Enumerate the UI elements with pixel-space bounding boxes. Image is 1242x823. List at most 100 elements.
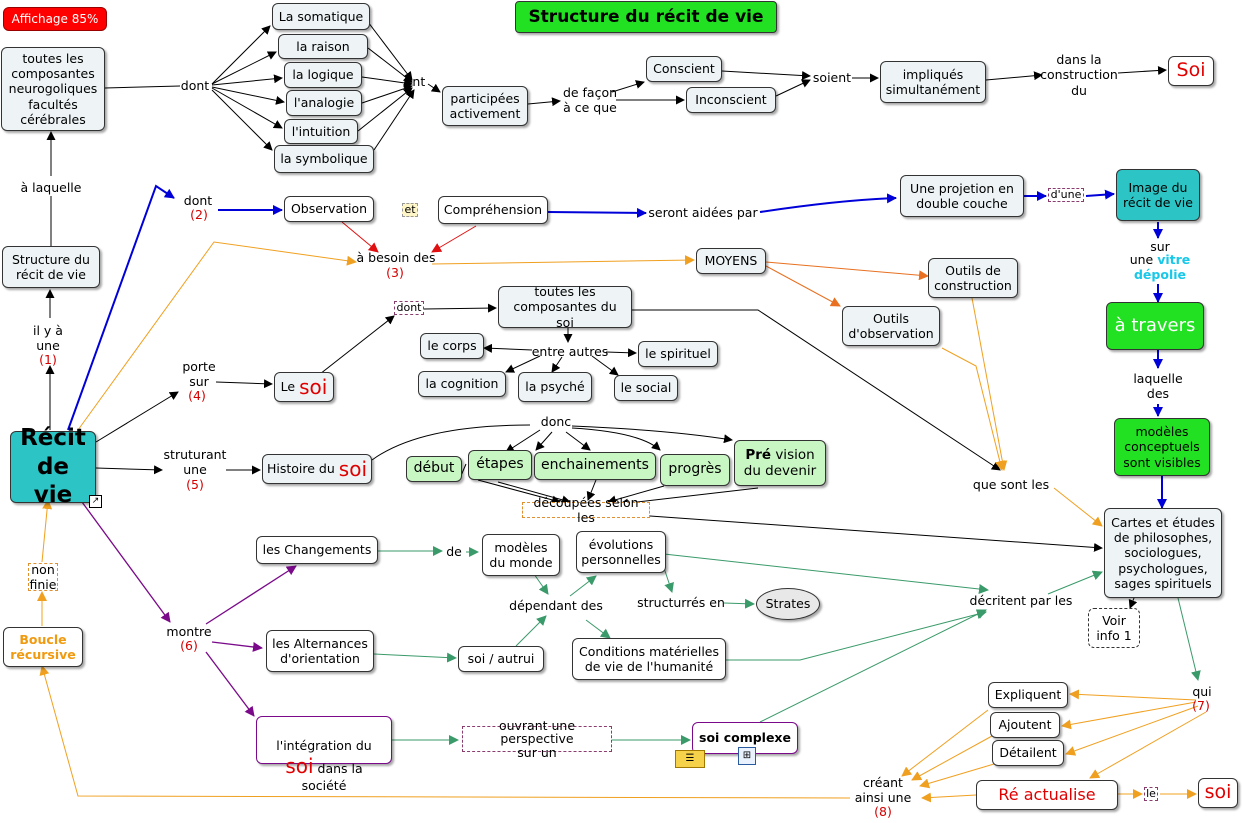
- label-creant: créant ainsi une: [854, 774, 912, 805]
- label-integration-l1: l'intégration du: [276, 738, 372, 754]
- label-que-sont: que sont les: [972, 477, 1050, 493]
- label-num-7: (7): [1192, 698, 1210, 714]
- label-dans-la-construction: dans la construction du: [1040, 52, 1118, 98]
- node-expliquent[interactable]: Expliquent: [988, 682, 1068, 708]
- label-pre-vision-text: Pré vision du devenir: [743, 446, 817, 479]
- label-besoin: à besoin des: [356, 250, 436, 266]
- zoom-badge[interactable]: Affichage 85%: [3, 7, 107, 31]
- node-boucle-recursive[interactable]: Boucle récursive: [3, 627, 83, 667]
- node-soi-top[interactable]: Soi: [1168, 56, 1214, 86]
- node-projection[interactable]: Une projetion en double couche: [900, 175, 1024, 217]
- node-composantes[interactable]: toutes les composantes neurogoliques fac…: [1, 47, 105, 131]
- label-num-8: (8): [874, 804, 892, 820]
- label-histoire-soi: soi: [338, 456, 367, 481]
- label-de: de: [446, 544, 462, 560]
- label-entre-autres: entre autres: [531, 344, 609, 360]
- node-structure-recit[interactable]: Structure du récit de vie: [2, 246, 100, 288]
- node-outils-observation[interactable]: Outils d'observation: [842, 306, 940, 346]
- label-laquelle-des: laquelle des: [1133, 370, 1183, 401]
- label-d-une: d'une: [1048, 188, 1084, 202]
- node-la-cognition[interactable]: la cognition: [418, 371, 506, 397]
- label-num-3: (3): [386, 265, 404, 281]
- node-intuition[interactable]: l'intuition: [284, 119, 358, 144]
- node-modeles-monde[interactable]: modèles du monde: [482, 534, 560, 576]
- node-detaillent[interactable]: Détailent: [992, 740, 1064, 766]
- label-vitre: vitre: [1157, 252, 1191, 267]
- label-ouvrant: ouvrant une perspective sur un: [462, 719, 612, 759]
- node-le-corps[interactable]: le corps: [420, 333, 484, 359]
- diagram-title: Structure du récit de vie: [515, 1, 777, 33]
- label-num-2: (2): [190, 207, 208, 223]
- label-porte-sur: porte sur: [182, 358, 216, 389]
- label-num-6: (6): [180, 638, 198, 654]
- link-shortcut-icon[interactable]: ↗: [89, 495, 102, 508]
- node-modeles-conceptuels[interactable]: modèles conceptuels sont visibles: [1114, 418, 1210, 476]
- node-symbolique[interactable]: la symbolique: [274, 145, 374, 173]
- node-conscient[interactable]: Conscient: [646, 56, 722, 82]
- node-ajoutent[interactable]: Ajoutent: [990, 712, 1060, 738]
- node-le-social[interactable]: le social: [614, 375, 678, 401]
- node-strates[interactable]: Strates: [756, 588, 820, 620]
- label-structurant: struturant une: [163, 446, 227, 477]
- node-recit-de-vie[interactable]: Récit de vie: [10, 425, 96, 508]
- label-et: et: [402, 203, 418, 217]
- node-le-spirituel[interactable]: le spirituel: [638, 341, 718, 367]
- node-moyens[interactable]: MOYENS: [696, 248, 766, 274]
- node-pre-vision[interactable]: Pré vision du devenir: [734, 440, 826, 486]
- label-decrivent: décritent par les: [969, 593, 1073, 609]
- label-sur: sur: [1150, 239, 1170, 255]
- label-le: Le: [280, 379, 296, 395]
- label-soi-word: soi: [299, 374, 328, 399]
- node-changements[interactable]: les Changements: [256, 536, 378, 564]
- node-histoire-du-soi[interactable]: Histoire du soi: [262, 454, 372, 484]
- node-voir-info[interactable]: Voir info 1: [1088, 608, 1140, 648]
- node-cartes-etudes[interactable]: Cartes et études de philosophes, sociolo…: [1104, 508, 1222, 598]
- label-a-laquelle: à laquelle: [20, 180, 82, 196]
- label-soient: soient: [812, 70, 852, 86]
- label-qui: qui: [1192, 684, 1212, 700]
- node-analogie[interactable]: l'analogie: [286, 90, 362, 116]
- label-histoire: Histoire du: [267, 461, 335, 477]
- label-de-facon: de façon à ce que: [562, 84, 618, 115]
- node-alternances[interactable]: les Alternances d'orientation: [266, 630, 374, 672]
- node-soi-bottom[interactable]: soi: [1198, 778, 1238, 808]
- label-montre: montre: [166, 624, 212, 640]
- label-depolie: dépolie: [1133, 267, 1186, 282]
- node-image-recit[interactable]: Image du récit de vie: [1116, 169, 1200, 221]
- node-debut[interactable]: début: [406, 456, 462, 482]
- node-le-soi[interactable]: Le soi: [274, 372, 334, 402]
- node-somatique[interactable]: La somatique: [272, 3, 370, 30]
- note-icon[interactable]: ☰: [675, 750, 705, 768]
- node-inconscient[interactable]: Inconscient: [686, 87, 776, 113]
- node-raison[interactable]: la raison: [278, 34, 368, 59]
- node-la-psyche[interactable]: la psyché: [518, 372, 592, 402]
- node-a-travers[interactable]: à travers: [1106, 302, 1204, 350]
- node-etapes[interactable]: étapes: [468, 450, 532, 480]
- node-observation[interactable]: Observation: [284, 196, 374, 222]
- node-conditions[interactable]: Conditions matérielles de vie de l'human…: [572, 638, 726, 680]
- node-soi-autrui[interactable]: soi / autrui: [458, 646, 544, 672]
- label-le-small: le: [1144, 787, 1158, 801]
- node-toutes-composantes-soi[interactable]: toutes les composantes du soi: [498, 284, 632, 330]
- label-dependant: dépendant des: [509, 598, 603, 614]
- label-structurres: structurrés en: [637, 595, 725, 611]
- label-num-5: (5): [186, 477, 204, 493]
- label-il-y-a: il y à une: [33, 322, 63, 353]
- node-logique[interactable]: la logique: [284, 62, 362, 88]
- label-decoupees: découpées selon les: [522, 495, 650, 525]
- node-progres[interactable]: progrès: [660, 454, 730, 486]
- label-non-finie: non finie: [28, 561, 58, 592]
- node-enchainements[interactable]: enchainements: [534, 452, 656, 480]
- node-outils-construction[interactable]: Outils de construction: [928, 258, 1018, 298]
- attachment-icon[interactable]: ⊞: [738, 747, 756, 765]
- node-evolutions[interactable]: évolutions personnelles: [576, 531, 666, 573]
- node-re-actualise[interactable]: Ré actualise: [976, 780, 1118, 810]
- node-comprehension[interactable]: Compréhension: [438, 196, 548, 224]
- label-integration-soi: soi: [285, 753, 314, 778]
- label-dont-top: dont: [180, 78, 210, 94]
- node-impliques[interactable]: impliqués simultanément: [880, 61, 986, 103]
- node-participees[interactable]: participées activement: [442, 86, 528, 126]
